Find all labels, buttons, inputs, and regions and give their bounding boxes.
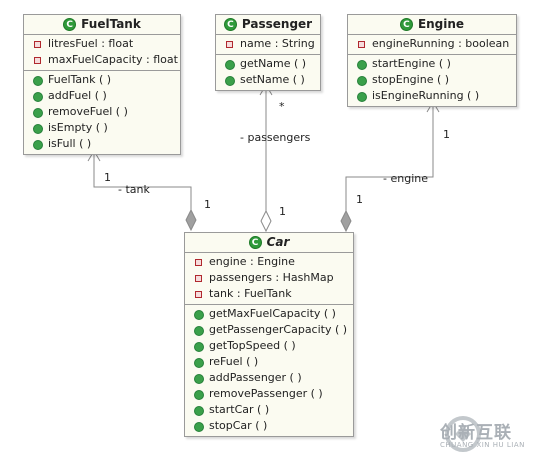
class-car[interactable]: C Car engine : Engine passengers : HashMa…	[184, 232, 354, 437]
method-public-icon	[33, 108, 43, 118]
fields-section: engine : Engine passengers : HashMap tan…	[185, 253, 353, 305]
field-private-icon	[34, 57, 41, 64]
method-row[interactable]: isFull ( )	[24, 136, 180, 152]
class-header: C Car	[185, 233, 353, 253]
method-public-icon	[194, 342, 204, 352]
field-private-icon	[195, 275, 202, 282]
field-private-icon	[195, 259, 202, 266]
fields-section: litresFuel : float maxFuelCapacity : flo…	[24, 35, 180, 71]
method-public-icon	[194, 358, 204, 368]
class-icon: C	[399, 18, 413, 31]
methods-section: FuelTank ( ) addFuel ( ) removeFuel ( ) …	[24, 71, 180, 154]
class-engine[interactable]: C Engine engineRunning : boolean startEng…	[347, 14, 517, 107]
class-name: Engine	[417, 17, 465, 31]
class-name: Car	[266, 235, 290, 249]
method-public-icon	[33, 92, 43, 102]
tank-mult-source: 1	[204, 198, 211, 211]
methods-section: getMaxFuelCapacity ( ) getPassengerCapac…	[185, 305, 353, 436]
method-public-icon	[357, 76, 367, 86]
method-row[interactable]: getPassengerCapacity ( )	[185, 322, 353, 338]
field-row[interactable]: name : String	[216, 36, 320, 52]
method-row[interactable]: addPassenger ( )	[185, 370, 353, 386]
method-public-icon	[357, 92, 367, 102]
method-row[interactable]: removeFuel ( )	[24, 104, 180, 120]
class-fueltank[interactable]: C FuelTank litresFuel : float maxFuelCapa…	[23, 14, 181, 155]
fields-section: engineRunning : boolean	[348, 35, 516, 55]
method-public-icon	[194, 326, 204, 336]
method-row[interactable]: startEngine ( )	[348, 56, 516, 72]
method-row[interactable]: isEngineRunning ( )	[348, 88, 516, 104]
engine-composition-diamond	[340, 209, 352, 233]
tank-role-label: - tank	[118, 183, 150, 196]
tank-mult-target: 1	[104, 171, 111, 184]
method-public-icon	[225, 60, 235, 70]
engine-role-label: - engine	[383, 172, 428, 185]
method-public-icon	[33, 76, 43, 86]
engine-association-line	[345, 103, 434, 212]
field-row[interactable]: maxFuelCapacity : float	[24, 52, 180, 68]
field-private-icon	[226, 41, 233, 48]
class-header: C Engine	[348, 15, 516, 35]
method-public-icon	[225, 76, 235, 86]
watermark-subtext: CHUANG XIN HU LIAN	[440, 441, 525, 449]
class-passenger[interactable]: C Passenger name : String getName ( ) set…	[215, 14, 321, 91]
passengers-mult-target: *	[279, 100, 285, 113]
method-row[interactable]: reFuel ( )	[185, 354, 353, 370]
class-header: C FuelTank	[24, 15, 180, 35]
method-row[interactable]: startCar ( )	[185, 402, 353, 418]
method-row[interactable]: removePassenger ( )	[185, 386, 353, 402]
method-row[interactable]: getTopSpeed ( )	[185, 338, 353, 354]
method-row[interactable]: getMaxFuelCapacity ( )	[185, 306, 353, 322]
method-public-icon	[33, 140, 43, 150]
passengers-aggregation-diamond	[260, 209, 272, 233]
method-row[interactable]: FuelTank ( )	[24, 72, 180, 88]
method-row[interactable]: addFuel ( )	[24, 88, 180, 104]
class-name: Passenger	[241, 17, 313, 31]
field-row[interactable]: tank : FuelTank	[185, 286, 353, 302]
field-row[interactable]: litresFuel : float	[24, 36, 180, 52]
method-public-icon	[33, 124, 43, 134]
passengers-role-label: - passengers	[240, 131, 311, 144]
watermark-logo-icon	[445, 416, 481, 452]
engine-mult-source: 1	[356, 193, 363, 206]
methods-section: startEngine ( ) stopEngine ( ) isEngineR…	[348, 55, 516, 106]
method-row[interactable]: isEmpty ( )	[24, 120, 180, 136]
class-name: FuelTank	[81, 17, 141, 31]
tank-association-line	[93, 152, 192, 222]
class-icon: C	[223, 18, 237, 31]
method-row[interactable]: stopCar ( )	[185, 418, 353, 434]
tank-composition-diamond	[185, 208, 197, 232]
method-public-icon	[194, 422, 204, 432]
passengers-mult-source: 1	[279, 205, 286, 218]
class-header: C Passenger	[216, 15, 320, 35]
field-private-icon	[358, 41, 365, 48]
field-private-icon	[34, 41, 41, 48]
method-public-icon	[194, 374, 204, 384]
method-public-icon	[357, 60, 367, 70]
method-public-icon	[194, 390, 204, 400]
method-row[interactable]: getName ( )	[216, 56, 320, 72]
fields-section: name : String	[216, 35, 320, 55]
class-icon: C	[63, 18, 77, 31]
engine-mult-target: 1	[443, 128, 450, 141]
field-row[interactable]: engine : Engine	[185, 254, 353, 270]
watermark-text: 创新互联	[440, 423, 512, 443]
method-row[interactable]: setName ( )	[216, 72, 320, 88]
field-row[interactable]: engineRunning : boolean	[348, 36, 516, 52]
field-private-icon	[195, 291, 202, 298]
method-row[interactable]: stopEngine ( )	[348, 72, 516, 88]
field-row[interactable]: passengers : HashMap	[185, 270, 353, 286]
method-public-icon	[194, 310, 204, 320]
class-icon: C	[248, 236, 262, 249]
method-public-icon	[194, 406, 204, 416]
methods-section: getName ( ) setName ( )	[216, 55, 320, 90]
